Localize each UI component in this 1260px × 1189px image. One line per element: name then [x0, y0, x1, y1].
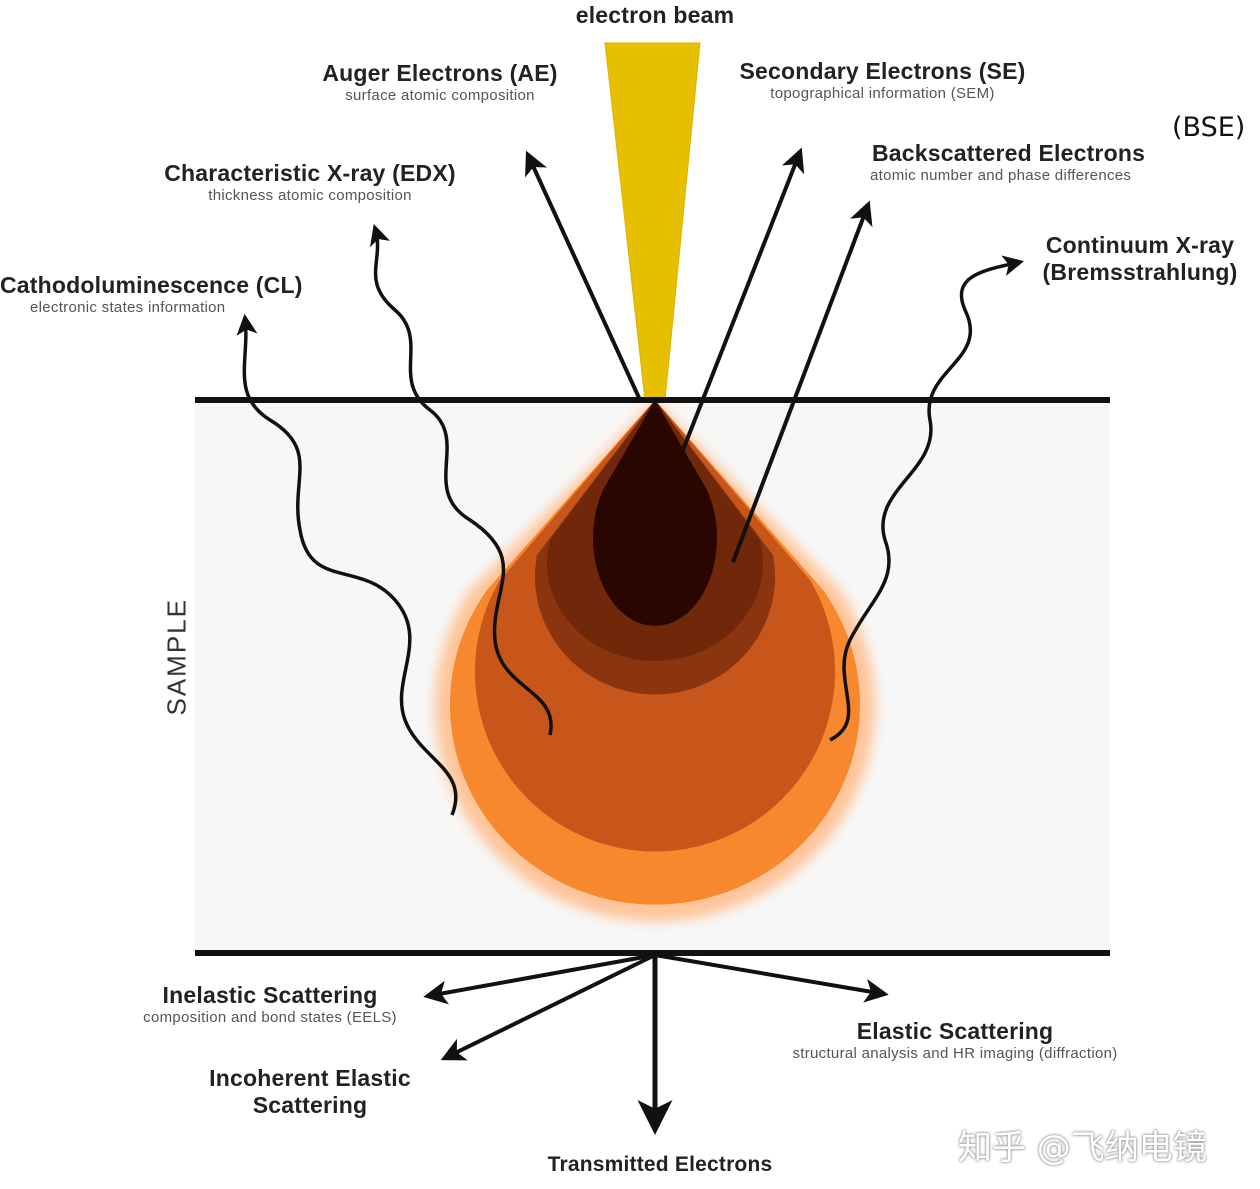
incoherent-title-line1: Incoherent Elastic — [209, 1065, 411, 1091]
cl-title: Cathodoluminescence (CL) — [0, 272, 303, 298]
electron-beam — [604, 42, 701, 401]
incoherent-arrow — [440, 953, 656, 1061]
secondary-label: Secondary Electrons (SE) topographical i… — [705, 58, 1060, 102]
continuum-title-line2: (Bremsstrahlung) — [1042, 259, 1238, 285]
continuum-wave — [829, 255, 1025, 742]
incoherent-title-line2: Scattering — [252, 1092, 368, 1118]
backscattered-desc: atomic number and phase differences — [870, 167, 1132, 184]
elastic-label: Elastic Scattering structural analysis a… — [705, 1018, 1205, 1062]
auger-arrow — [525, 150, 642, 401]
secondary-arrow — [681, 147, 805, 451]
elastic-desc: structural analysis and HR imaging (diff… — [792, 1045, 1118, 1062]
inelastic-desc: composition and bond states (EELS) — [143, 1009, 397, 1026]
auger-title: Auger Electrons (AE) — [322, 60, 558, 86]
transmitted-label: Transmitted Electrons — [547, 1153, 773, 1176]
auger-desc: surface atomic composition — [345, 87, 535, 104]
backscattered-title: Backscattered Electrons — [872, 140, 1146, 166]
watermark: 知乎 @飞纳电镜 — [958, 1128, 1207, 1168]
elastic-title: Elastic Scattering — [856, 1018, 1054, 1044]
inelastic-arrow — [423, 953, 656, 1005]
backscattered-label: Backscattered Electrons atomic number an… — [870, 140, 1252, 184]
inelastic-title: Inelastic Scattering — [162, 982, 378, 1008]
core-layer — [593, 400, 717, 626]
edx-title: Characteristic X-ray (EDX) — [164, 160, 456, 186]
sample-label: SAMPLE — [161, 598, 192, 716]
elastic-arrow — [654, 953, 889, 1003]
edx-desc: thickness atomic composition — [208, 187, 412, 204]
auger-label: Auger Electrons (AE) surface atomic comp… — [270, 60, 610, 104]
incoherent-label: Incoherent Elastic Scattering — [160, 1065, 460, 1119]
cl-desc: electronic states information — [30, 299, 226, 316]
secondary-title: Secondary Electrons (SE) — [739, 58, 1026, 84]
beam-label: electron beam — [575, 2, 735, 28]
cl-wave — [236, 313, 458, 816]
backscattered-arrow — [731, 200, 873, 563]
edx-wave — [369, 223, 553, 736]
continuum-title-line1: Continuum X-ray — [1045, 232, 1235, 258]
inelastic-label: Inelastic Scattering composition and bon… — [70, 982, 470, 1026]
interaction-volume — [434, 400, 875, 922]
backscattered-suffix: (BSE) — [1172, 112, 1246, 143]
cl-label: Cathodoluminescence (CL) electronic stat… — [0, 272, 350, 316]
continuum-label: Continuum X-ray (Bremsstrahlung) — [1020, 232, 1260, 286]
secondary-desc: topographical information (SEM) — [770, 85, 995, 102]
edx-label: Characteristic X-ray (EDX) thickness ato… — [130, 160, 490, 204]
